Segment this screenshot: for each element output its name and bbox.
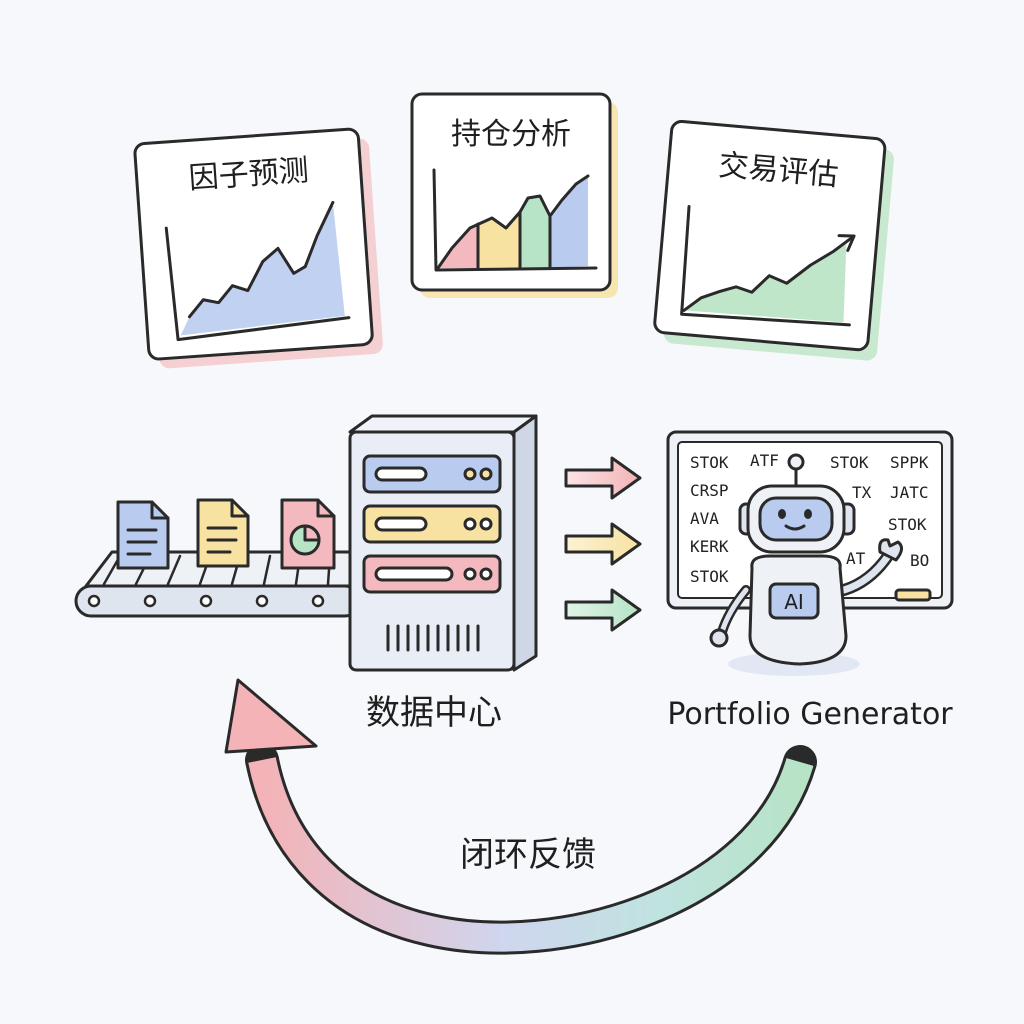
- factor-area-chart: [164, 200, 351, 342]
- arrow-right-icon: [564, 588, 642, 632]
- server-vent: [386, 624, 480, 652]
- document-icon: [196, 498, 250, 568]
- ticker-item: STOK: [690, 453, 729, 472]
- robot-badge: AI: [784, 590, 804, 614]
- generator-label: Portfolio Generator: [667, 697, 953, 732]
- ticker-item: TX: [852, 483, 872, 502]
- ticker-item: CRSP: [690, 481, 729, 500]
- ticker-item: ATF: [750, 451, 779, 470]
- panel-trade-evaluation: 交易评估: [653, 120, 894, 361]
- arrow-right-icon: [564, 522, 642, 566]
- panel-factor-title: 因子预测: [188, 153, 310, 196]
- panel-holding-analysis: 持仓分析: [410, 92, 618, 298]
- ticker-item: STOK: [888, 515, 927, 534]
- ticker-item: KERK: [690, 537, 729, 556]
- document-icon: [116, 500, 170, 570]
- server-drive-blue: [362, 454, 502, 494]
- ticker-item: BO: [910, 551, 929, 570]
- trade-area-chart: [680, 204, 856, 327]
- arrow-right-icon: [564, 456, 642, 500]
- server-icon: [348, 414, 538, 672]
- ticker-item: AVA: [690, 509, 719, 528]
- ticker-item: JATC: [890, 483, 929, 502]
- datacenter-label: 数据中心: [366, 693, 502, 733]
- panel-holding-title: 持仓分析: [451, 117, 571, 152]
- panel-factor-forecast: 因子预测: [133, 127, 383, 369]
- ticker-item: SPPK: [890, 453, 929, 472]
- feedback-arrow-icon: [224, 678, 817, 955]
- server-drive-pink: [362, 554, 502, 594]
- loop-label: 闭环反馈: [460, 835, 596, 875]
- pie-chart-document-icon: [280, 498, 336, 570]
- robot-icon: AI: [709, 453, 903, 676]
- server-drive-yellow: [362, 504, 502, 544]
- ticker-item: STOK: [690, 567, 729, 586]
- holding-stacked-area-chart: [432, 168, 598, 272]
- ticker-item: AT: [846, 549, 866, 568]
- ticker-item: STOK: [830, 453, 869, 472]
